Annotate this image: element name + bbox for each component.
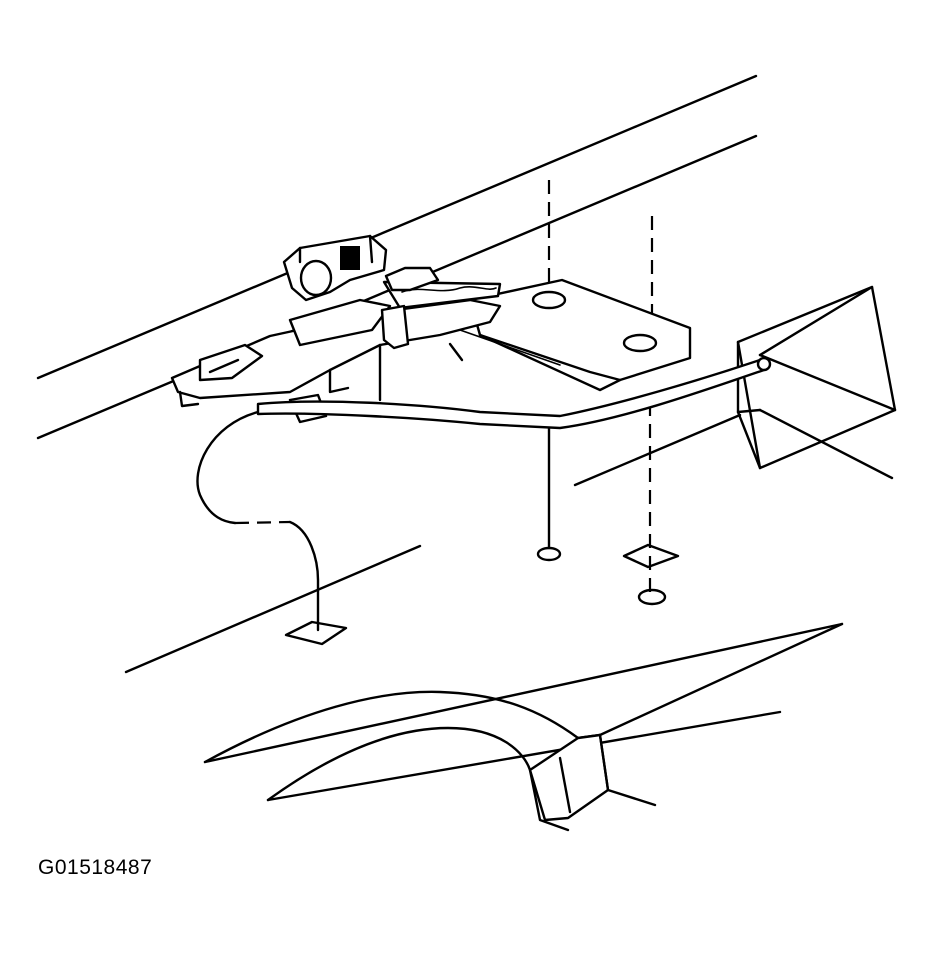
- latch-bracket-plate: [459, 278, 692, 392]
- lower-channel: [203, 622, 844, 832]
- right-support-block: [736, 285, 897, 480]
- lower-mount-holes: [284, 543, 680, 646]
- hood-latch-assembly: [170, 234, 502, 424]
- front-panel-edges: [124, 413, 844, 802]
- release-cable: [256, 356, 772, 430]
- release-cable-routing: [196, 410, 320, 632]
- upper-panel-edges: [36, 74, 758, 440]
- fastener-guide-lines: [547, 180, 654, 596]
- figure-id-label: G01518487: [38, 856, 153, 879]
